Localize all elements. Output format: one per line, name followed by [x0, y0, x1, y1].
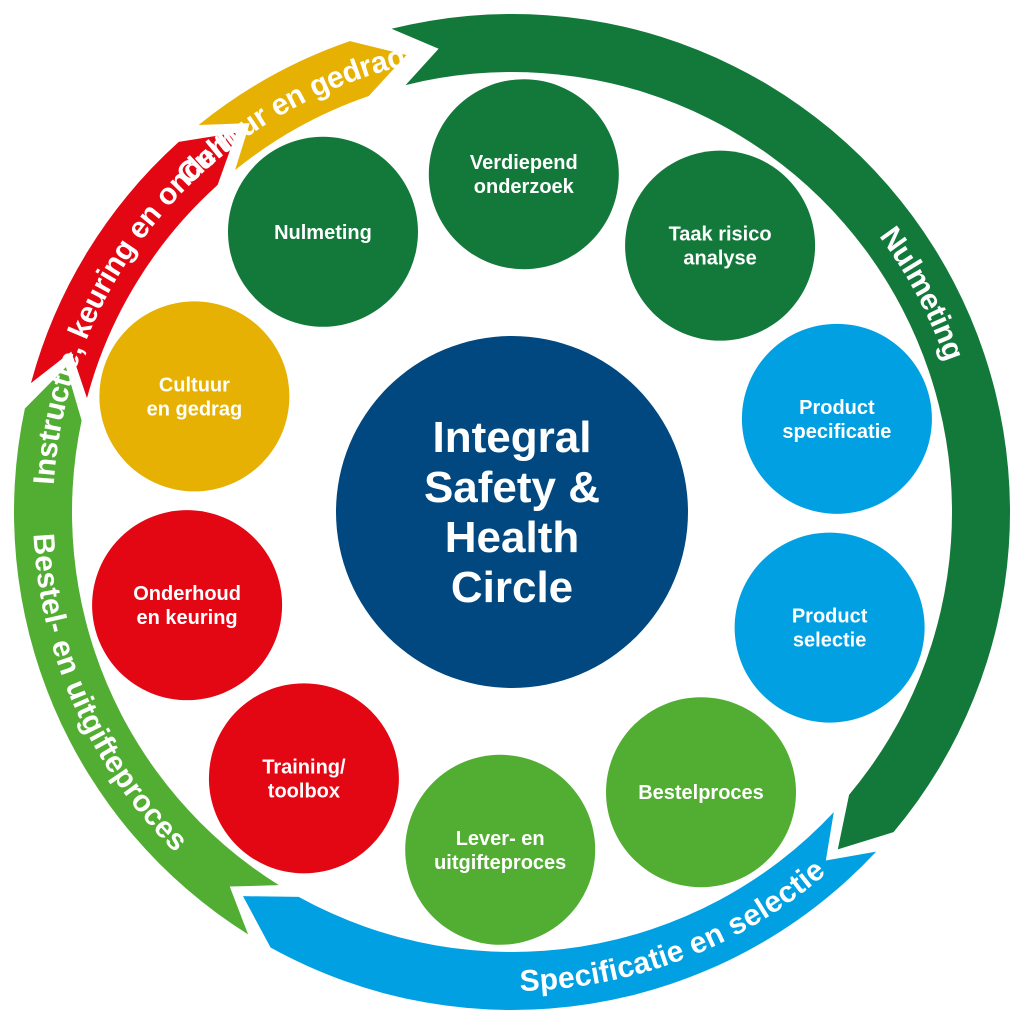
step-circle-shape — [227, 136, 418, 327]
step-circle-shape — [428, 79, 619, 270]
step-circle-shape — [99, 301, 290, 492]
center-title-line: Safety & — [424, 463, 600, 512]
step-label-line: onderzoek — [474, 176, 575, 198]
step-label-line: Onderhoud — [133, 583, 241, 605]
step-label-line: Product — [792, 606, 868, 628]
step-circle-shape — [92, 510, 283, 701]
phase-arrow-2 — [242, 812, 877, 1011]
step-label-line: toolbox — [268, 780, 340, 802]
step-circle-shape — [606, 697, 797, 888]
center-title-line: Health — [445, 513, 579, 562]
step-label-line: en keuring — [137, 607, 238, 629]
step-circle-6: Bestelproces — [606, 697, 797, 888]
step-label-line: Training/ — [262, 756, 346, 778]
step-label-line: Verdiepend — [470, 152, 578, 174]
step-circle-shape — [741, 323, 932, 514]
step-label-line: uitgifteproces — [434, 852, 566, 874]
step-label-line: selectie — [793, 630, 866, 652]
step-label-line: Taak risico — [669, 224, 772, 246]
step-circle-8: Training/toolbox — [208, 683, 399, 874]
center-title-line: Integral — [433, 413, 592, 462]
step-circle-shape — [734, 532, 925, 723]
step-circle-shape — [625, 150, 816, 341]
step-label-line: en gedrag — [147, 398, 243, 420]
step-label-line: Lever- en — [456, 828, 545, 850]
phase-arrow-4 — [30, 132, 237, 399]
center-title-line: Circle — [451, 563, 573, 612]
phase-arrow-1 — [391, 13, 1011, 850]
step-label-line: Bestelproces — [638, 782, 764, 804]
center-circle — [336, 336, 688, 688]
step-circle-shape — [405, 754, 596, 945]
step-label-line: specificatie — [782, 421, 891, 443]
step-label-line: Product — [799, 397, 875, 419]
step-label-line: Cultuur — [159, 374, 230, 396]
step-circle-shape — [208, 683, 399, 874]
phase-arrow-5 — [198, 41, 407, 171]
step-circle-1: Nulmeting — [227, 136, 418, 327]
phase-arrow-3 — [13, 367, 279, 935]
step-label-line: analyse — [683, 248, 756, 270]
step-label-line: Nulmeting — [274, 222, 372, 244]
